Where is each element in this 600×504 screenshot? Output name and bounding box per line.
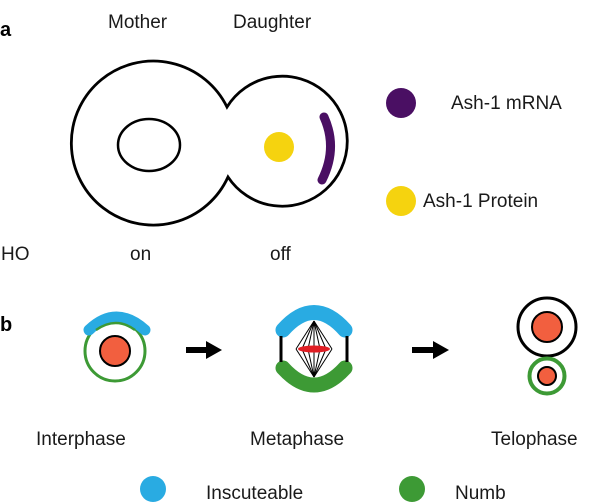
panel-a-letter: a — [0, 19, 12, 41]
metaphase-cell — [275, 305, 353, 393]
legend-label-numb: Numb — [455, 483, 506, 504]
cell-outline — [69, 59, 349, 227]
panel-b-letter: b — [0, 314, 13, 336]
legend-swatch-numb — [399, 476, 425, 502]
interphase-inner-arc — [95, 321, 136, 332]
interphase-cell — [83, 311, 151, 383]
arrow-metaphase-to-telophase — [412, 341, 449, 359]
interphase-inscuteable-crescent — [83, 311, 151, 336]
stage-label-interphase: Interphase — [36, 429, 126, 450]
metaphase-inscuteable-cap — [275, 305, 353, 338]
telophase-neuroblast-nucleus — [531, 311, 563, 343]
telophase-gmc-nucleus — [537, 366, 557, 386]
mitotic-spindle — [295, 320, 333, 378]
stage-label-telophase: Telophase — [491, 429, 578, 450]
ash1-protein-in-daughter — [264, 132, 294, 162]
legend-swatch-ash1-mrna — [386, 88, 416, 118]
on-label: on — [130, 244, 152, 265]
legend-swatch-inscuteable — [140, 476, 166, 502]
legend-label-ash1-mrna: Ash-1 mRNA — [451, 93, 562, 114]
mother-nucleus — [116, 117, 182, 173]
off-label: off — [270, 244, 291, 265]
metaphase-chromosomes — [298, 345, 330, 353]
ash1-mrna-crescent — [317, 112, 336, 185]
legend-label-ash1-protein: Ash-1 Protein — [423, 191, 539, 212]
daughter-label: Daughter — [233, 12, 312, 33]
metaphase-numb-cap — [275, 360, 353, 393]
mother-label: Mother — [108, 12, 168, 33]
telophase-cells — [516, 296, 578, 396]
stage-label-metaphase: Metaphase — [250, 429, 345, 450]
arrow-interphase-to-metaphase — [186, 341, 222, 359]
ho-label: HO — [1, 244, 30, 265]
interphase-nucleus — [99, 335, 131, 367]
legend-swatch-ash1-protein — [386, 186, 416, 216]
budding-yeast-cell — [69, 59, 349, 227]
legend-label-inscuteable: Inscuteable — [206, 483, 304, 504]
